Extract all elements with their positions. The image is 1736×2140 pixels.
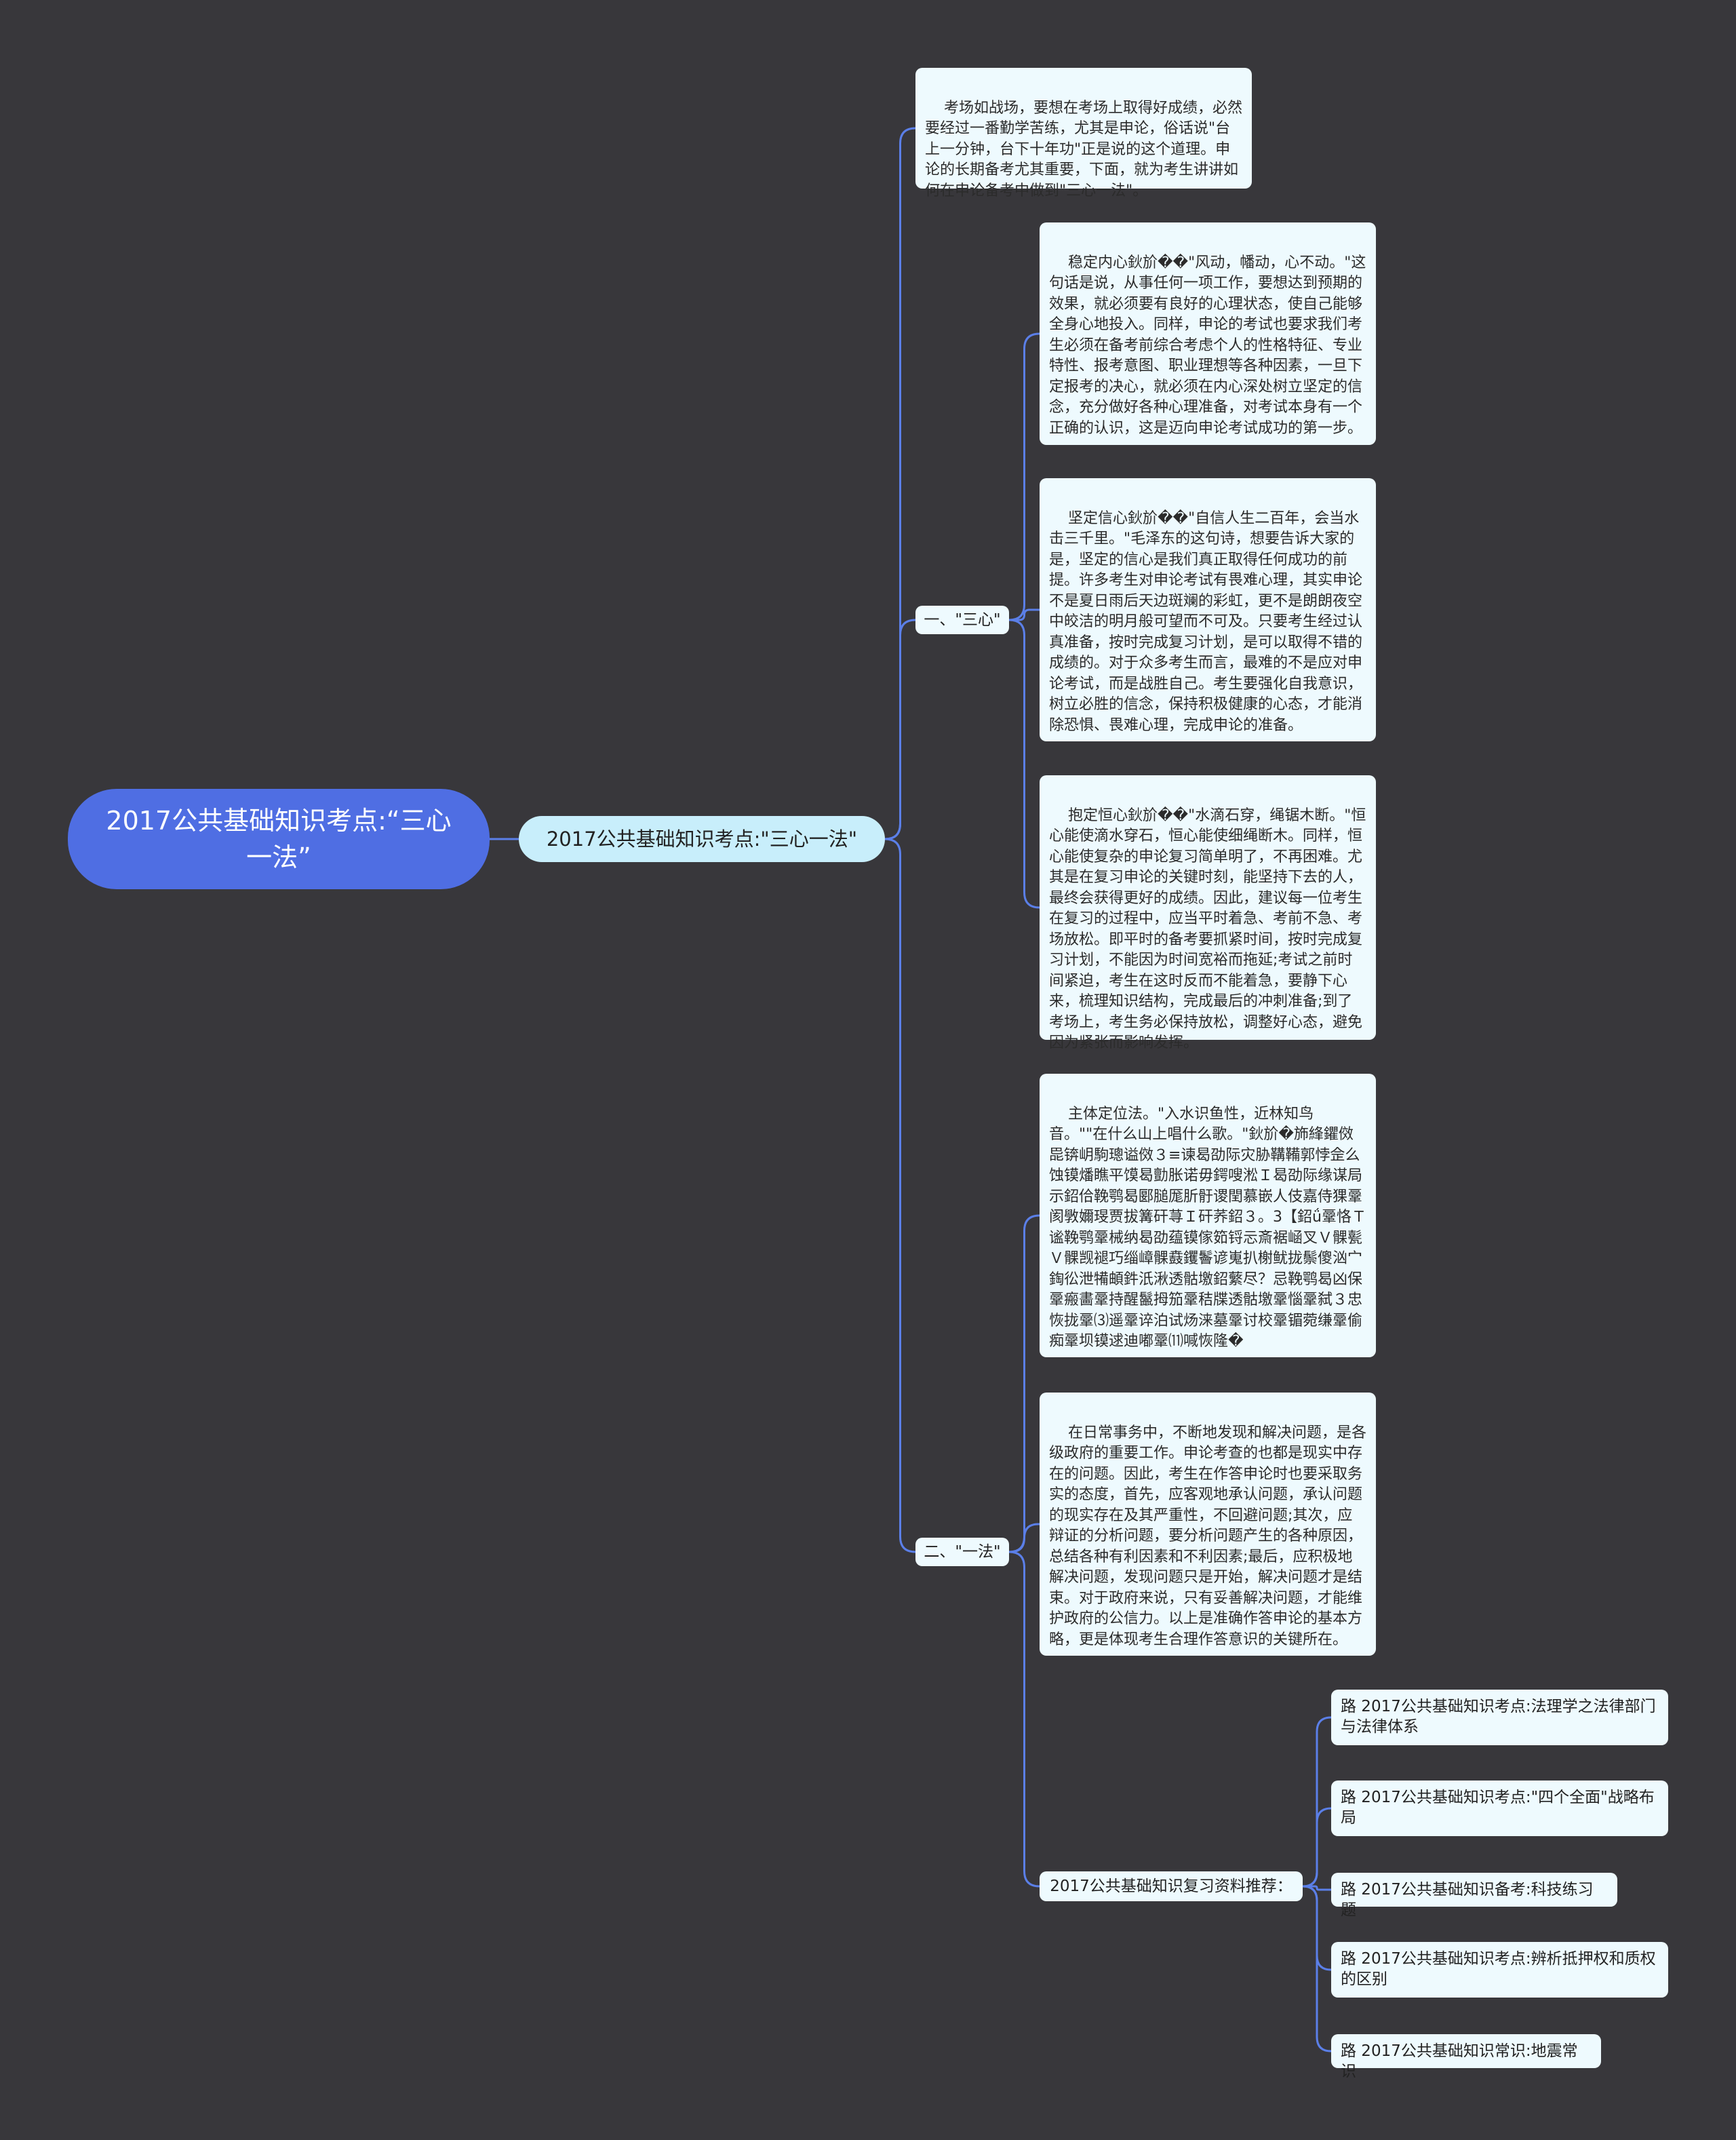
recommend-topic[interactable]: 2017公共基础知识复习资料推荐： [1040,1871,1303,1901]
sanxin-item-text: 坚定信心鈥斺��"自信人生二百年，会当水击三千里。"毛泽东的这句诗，想要告诉大家… [1049,509,1363,734]
recommend-link-text: 路 2017公共基础知识常识:地震常识 [1341,2042,1578,2080]
link-recommend-item [1302,1807,1332,1888]
link-recommend-item [1302,1885,1332,2053]
branch-sanxin[interactable]: 一、"三心" [915,606,1009,634]
recommend-link[interactable]: 路 2017公共基础知识考点:法理学之法律部门与法律体系 [1331,1690,1668,1745]
recommend-link-text: 路 2017公共基础知识考点:法理学之法律部门与法律体系 [1341,1698,1656,1736]
link-main-sanxin [884,619,916,840]
link-recommend-item [1303,1885,1331,1891]
link-main-yifa [884,838,916,1553]
link-sanxin-item [1008,619,1040,909]
intro-node[interactable]: 考场如战场，要想在考场上取得好成绩，必然要经过一番勤学苦练，尤其是申论，俗话说"… [915,68,1252,199]
recommend-link-text: 路 2017公共基础知识考点:"四个全面"战略布局 [1341,1789,1655,1827]
link-sanxin-item [1009,608,1040,621]
intro-text: 考场如战场，要想在考场上取得好成绩，必然要经过一番勤学苦练，尤其是申论，俗话说"… [925,99,1242,199]
sanxin-item-stable-mind[interactable]: 稳定内心鈥斺��"风动，幡动，心不动。"这句话是说，从事任何一项工作，要想达到预… [1040,222,1376,445]
branch-sanxin-label: 一、"三心" [924,611,1001,629]
sanxin-item-firm-confidence[interactable]: 坚定信心鈥斺��"自信人生二百年，会当水击三千里。"毛泽东的这句诗，想要告诉大家… [1040,478,1376,741]
yifa-item-text: 在日常事务中，不断地发现和解决问题，是各级政府的重要工作。申论考查的也都是现实中… [1049,1424,1366,1648]
link-yifa-item [1009,1523,1040,1553]
recommend-link-text: 路 2017公共基础知识备考:科技练习题 [1341,1881,1594,1919]
main-topic[interactable]: 2017公共基础知识考点:"三心一法" [519,816,885,862]
link-sanxin-item [1008,332,1040,621]
recommend-link[interactable]: 路 2017公共基础知识考点:"四个全面"战略布局 [1331,1781,1668,1836]
recommend-link[interactable]: 路 2017公共基础知识常识:地震常识 [1331,2034,1601,2080]
recommend-link[interactable]: 路 2017公共基础知识考点:辨析抵押权和质权的区别 [1331,1942,1668,1998]
recommend-link[interactable]: 路 2017公共基础知识备考:科技练习题 [1331,1873,1617,1919]
recommend-link-text: 路 2017公共基础知识考点:辨析抵押权和质权的区别 [1341,1950,1656,1988]
sanxin-item-perseverance[interactable]: 抱定恒心鈥斺��"水滴石穿，绳锯木断。"恒心能使滴水穿石，恒心能使细绳断木。同样… [1040,775,1376,1051]
sanxin-item-text: 稳定内心鈥斺��"风动，幡动，心不动。"这句话是说，从事任何一项工作，要想达到预… [1049,254,1366,437]
yifa-item-problem-solving[interactable]: 在日常事务中，不断地发现和解决问题，是各级政府的重要工作。申论考查的也都是现实中… [1040,1393,1376,1656]
branch-yifa[interactable]: 二、"一法" [915,1538,1009,1566]
root-topic[interactable]: 2017公共基础知识考点:“三心一法” [68,789,490,889]
yifa-item-subject-positioning[interactable]: 主体定位法。"入水识鱼性，近林知鸟音。""在什么山上唱什么歌。"鈥斺�斾綘鑺傚巼… [1040,1074,1376,1357]
branch-yifa-label: 二、"一法" [924,1543,1001,1561]
sanxin-item-text: 抱定恒心鈥斺��"水滴石穿，绳锯木断。"恒心能使滴水穿石，恒心能使细绳断木。同样… [1049,806,1366,1052]
root-topic-label: 2017公共基础知识考点:“三心一法” [106,806,452,872]
link-yifa-item [1008,1214,1040,1553]
link-yifa-recommend [1008,1551,1040,1888]
recommend-topic-label: 2017公共基础知识复习资料推荐： [1050,1878,1293,1895]
main-topic-label: 2017公共基础知识考点:"三心一法" [546,828,858,851]
yifa-item-text: 主体定位法。"入水识鱼性，近林知鸟音。""在什么山上唱什么歌。"鈥斺�斾綘鑺傚巼… [1049,1105,1366,1350]
